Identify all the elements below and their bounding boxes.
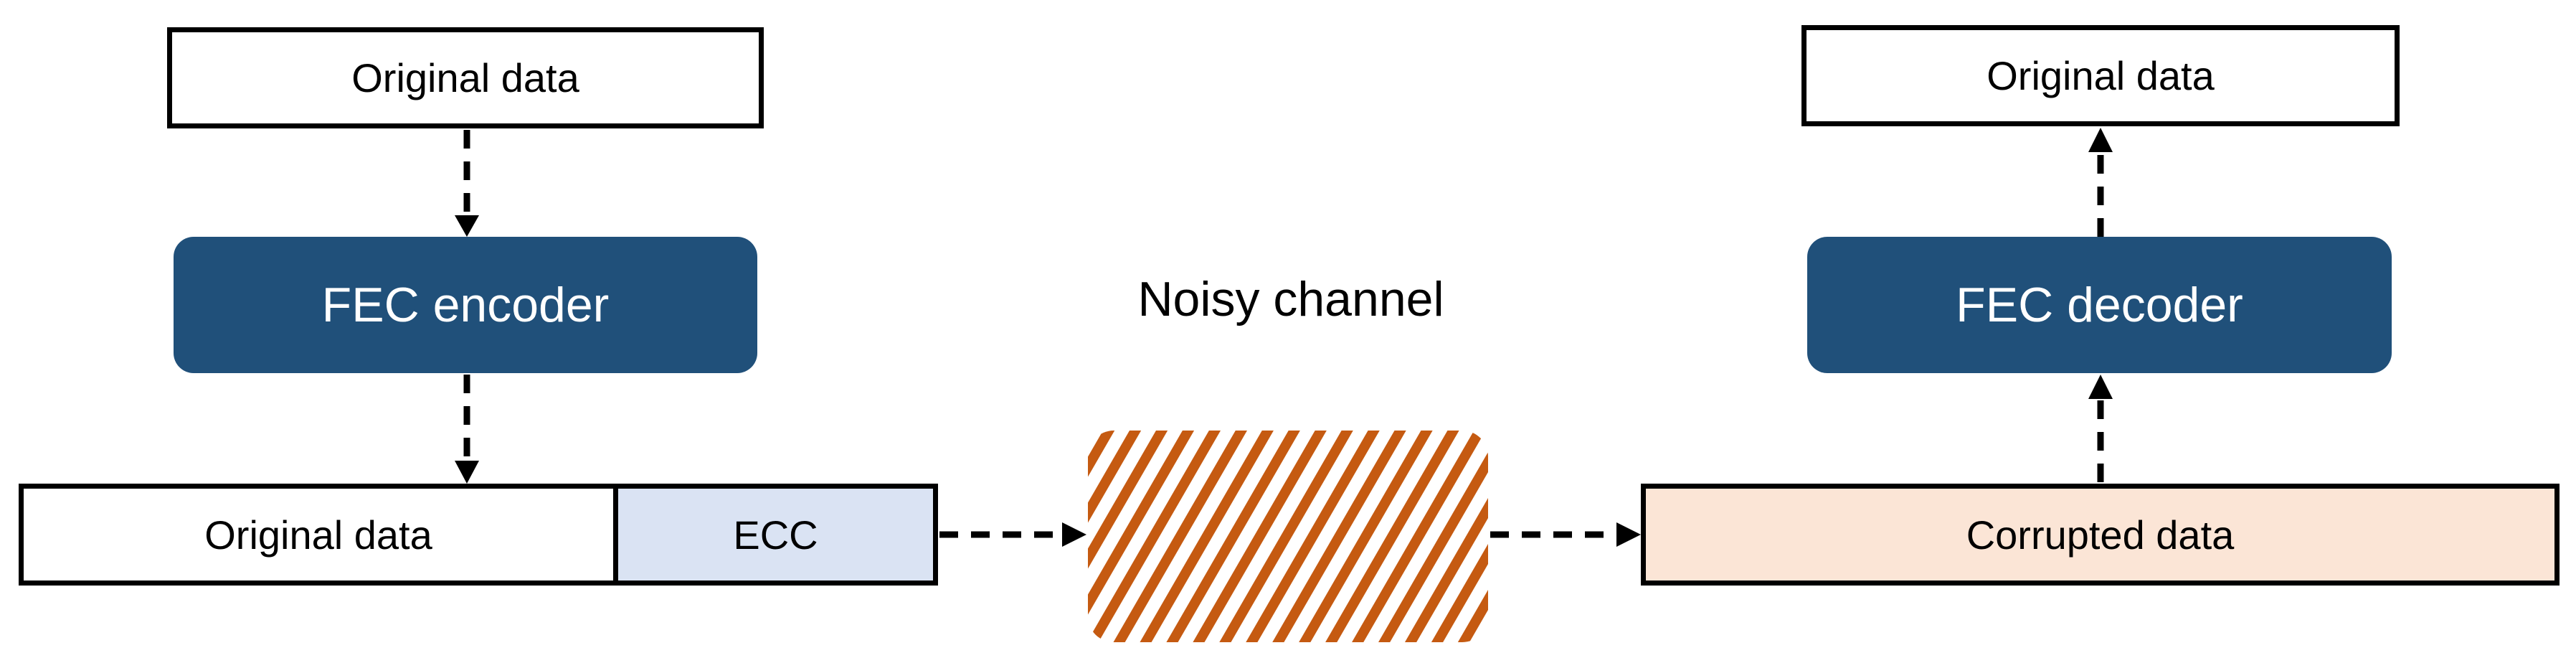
packet-original-data-label: Original data	[204, 512, 432, 558]
receiver-original-data-box: Original data	[1801, 25, 2400, 126]
arrowhead-right-icon	[1062, 522, 1086, 547]
sender-original-data-label: Original data	[351, 55, 579, 100]
arrowhead-down-icon	[455, 215, 479, 237]
receiver-original-data-label: Original data	[1987, 53, 2215, 98]
arrowhead-up-icon	[2088, 375, 2113, 399]
arrowhead-down-icon	[455, 461, 479, 484]
arrowhead-right-icon	[1616, 522, 1641, 547]
packet-original-data-box: Original data	[19, 484, 618, 586]
fec-decoder-block: FEC decoder	[1807, 237, 2392, 373]
noisy-channel-label: Noisy channel	[1137, 272, 1444, 326]
fec-encoder-block: FEC encoder	[174, 237, 757, 373]
corrupted-data-label: Corrupted data	[1966, 512, 2235, 558]
fec-decoder-label: FEC decoder	[1956, 278, 2243, 332]
packet-ecc-box: ECC	[613, 484, 938, 586]
noisy-channel-block	[1088, 431, 1488, 642]
arrowhead-up-icon	[2088, 128, 2113, 152]
packet-ecc-label: ECC	[733, 512, 818, 558]
fec-encoder-label: FEC encoder	[321, 278, 610, 332]
corrupted-data-box: Corrupted data	[1641, 484, 2560, 586]
sender-original-data-box: Original data	[167, 27, 764, 128]
